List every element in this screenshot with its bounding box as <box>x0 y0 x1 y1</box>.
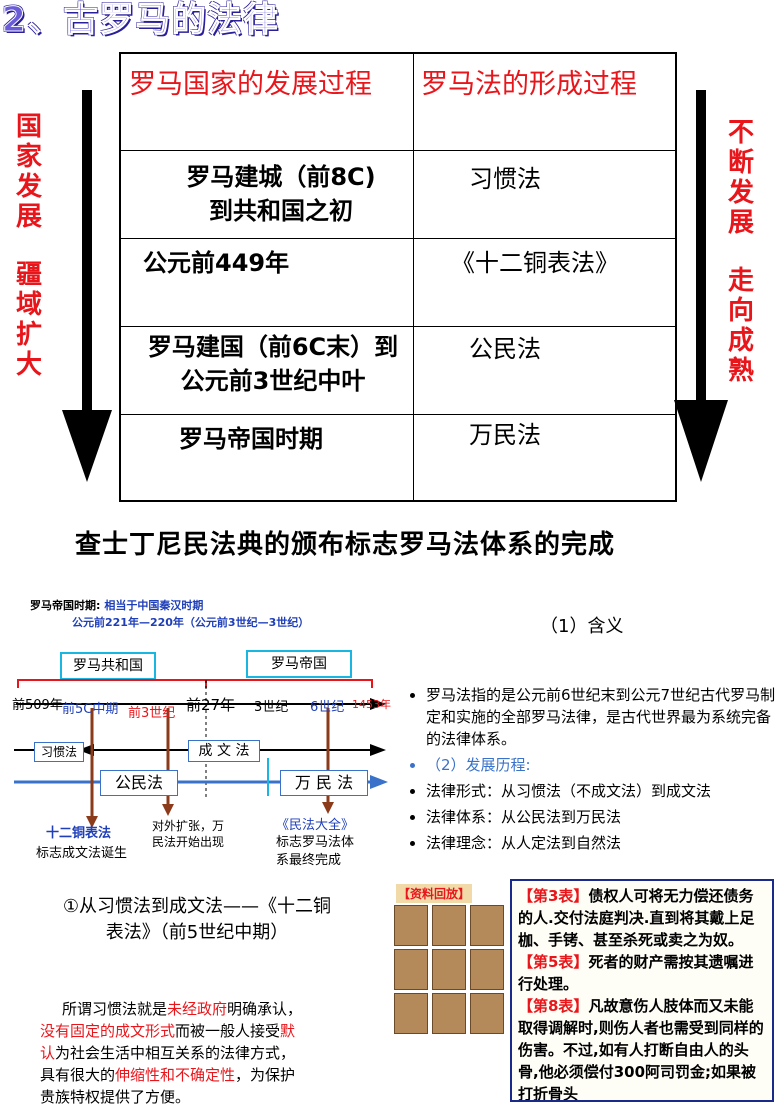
peoples-law-label: 万 民 法 <box>280 770 368 796</box>
law-bullets: 罗马法指的是公元前6世纪末到公元7世纪古代罗马制定和实施的全部罗马法律，是古代世… <box>408 684 778 858</box>
arrow-down-right-icon <box>674 90 728 482</box>
table-cell: 习惯法 <box>469 165 541 193</box>
side-char: 成 <box>727 326 754 356</box>
custom-law-paragraph: 所谓习惯法就是未经政府明确承认， 没有固定的成文形式而被一般人接受默 认为社会生… <box>40 1000 303 1106</box>
side-char: 疆 <box>15 260 42 290</box>
source-quote-box: 【第3表】债权人可将无力偿还债务的人.交付法庭判决.直到将其戴上足枷、手铐、甚至… <box>510 879 774 1102</box>
side-char: 不 <box>727 118 754 148</box>
side-char: 域 <box>15 290 42 320</box>
bullet-item: 法律理念：从人定法到自然法 <box>426 832 778 854</box>
side-char: 展 <box>15 202 42 232</box>
citizen-law-label: 公民法 <box>100 770 178 796</box>
table-cell: 公元前449年 <box>143 249 290 277</box>
side-char: 走 <box>727 266 754 296</box>
page-title: 2、古罗马的法律 <box>2 0 280 41</box>
tick-label: 6世纪 <box>310 700 345 715</box>
side-char: 展 <box>727 208 754 238</box>
expansion-note: 对外扩张，万民法开始出现 <box>152 819 225 849</box>
table-cell: 万民法 <box>469 421 541 449</box>
twelve-tables-note-sub: 标志成文法诞生 <box>36 846 128 861</box>
table-cell: 罗马建国（前6C末）到公元前3世纪中叶 <box>147 333 399 395</box>
source-label: 【资料回放】 <box>396 884 473 903</box>
side-char: 断 <box>727 148 754 178</box>
corpus-juris-note-sub: 标志罗马法体系最终完成 <box>276 835 355 868</box>
table-header-state: 罗马国家的发展过程 <box>129 69 372 100</box>
bullet-item: 罗马法指的是公元前6世纪末到公元7世纪古代罗马制定和实施的全部罗马法律，是古代世… <box>426 684 778 750</box>
table-header-law: 罗马法的形成过程 <box>421 69 637 100</box>
bullet-item: 法律形式：从习惯法（不成文法）到成文法 <box>426 780 778 802</box>
bullet-item: （2）发展历程: <box>426 754 778 776</box>
table-cell: 罗马帝国时期 <box>179 425 323 453</box>
side-char: 国 <box>15 112 42 142</box>
bullet-item: 法律体系：从公民法到万民法 <box>426 806 778 828</box>
side-label-left: 国 家 发 展 疆 域 扩 大 <box>14 112 44 380</box>
table-cell: 《十二铜表法》 <box>451 249 619 277</box>
tick-label: 1453年 <box>352 698 391 711</box>
side-char: 扩 <box>15 320 42 350</box>
law-development-table: 罗马国家的发展过程 罗马法的形成过程 罗马建城（前8C)到共和国之初 习惯法 公… <box>119 52 677 502</box>
arrow-down-left-icon <box>62 90 112 482</box>
bronze-tablets-image <box>394 905 506 1035</box>
side-char: 家 <box>15 142 42 172</box>
side-char: 熟 <box>727 356 754 386</box>
empire-label: 罗马帝国 <box>246 650 352 678</box>
tick-label: 前3世纪 <box>128 706 176 721</box>
section1-title: ①从习惯法到成文法——《十二铜表法》（前5世纪中期） <box>62 896 332 943</box>
side-char: 发 <box>15 172 42 202</box>
side-char: 向 <box>727 296 754 326</box>
tick-label: 3世纪 <box>254 700 289 715</box>
written-law-label: 成 文 法 <box>188 740 260 762</box>
twelve-tables-note-title: 十二铜表法 <box>46 826 112 841</box>
empire-period-years: 公元前221年—220年（公元前3世纪—3世纪） <box>72 616 310 629</box>
table-cell: 罗马建城（前8C)到共和国之初 <box>186 163 376 225</box>
custom-law-label: 习惯法 <box>34 742 84 762</box>
corpus-juris-note-title: 《民法大全》 <box>276 818 355 833</box>
table-cell: 公民法 <box>469 335 541 363</box>
code-completion-banner: 查士丁尼民法典的颁布标志罗马法体系的完成 <box>75 530 616 560</box>
side-label-right: 不 断 发 展 走 向 成 熟 <box>726 118 756 386</box>
empire-period-note: 罗马帝国时期:相当于中国秦汉时期 <box>30 599 204 612</box>
tick-label: 前5C中期 <box>62 702 119 717</box>
side-char: 发 <box>727 178 754 208</box>
meaning-heading: （1）含义 <box>540 616 624 637</box>
tick-label: 前509年 <box>12 698 63 713</box>
tick-label: 前27年 <box>186 696 236 714</box>
side-char: 大 <box>15 350 42 380</box>
